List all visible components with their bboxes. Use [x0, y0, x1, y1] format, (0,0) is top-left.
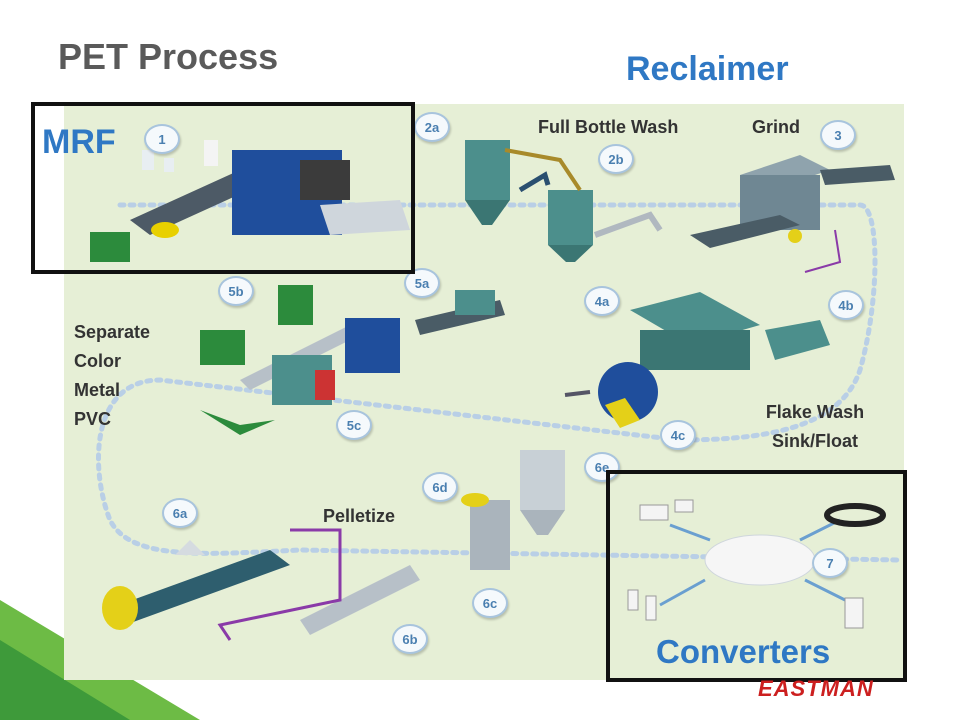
label-flake-wash-line: Sink/Float	[771, 431, 858, 451]
label-flake-wash-line: Flake Wash	[765, 402, 865, 422]
step-bubble-2b: 2b	[598, 144, 634, 174]
pelletize-equipment	[102, 450, 565, 641]
step-bubble-6a: 6a	[162, 498, 198, 528]
step-bubble-6c: 6c	[472, 588, 508, 618]
label-separate-line: Color	[74, 351, 121, 371]
grind-station	[690, 155, 895, 273]
step-bubble-3: 3	[820, 120, 856, 150]
wash-tanks	[465, 140, 663, 262]
step-bubble-6b: 6b	[392, 624, 428, 654]
converters-heading: Converters	[656, 633, 831, 670]
page-title: PET Process	[58, 36, 279, 77]
flow-path	[96, 202, 903, 563]
flake-wash-equipment	[564, 292, 830, 428]
label-full-bottle-wash: Full Bottle Wash	[538, 117, 679, 137]
label-separate-line: PVC	[74, 409, 112, 429]
label-flake-wash: Flake Wash Sink/Float	[745, 398, 885, 456]
label-grind: Grind	[752, 117, 800, 137]
step-bubble-7: 7	[812, 548, 848, 578]
label-separate-line: Metal	[74, 380, 121, 400]
mrf-heading: MRF	[42, 123, 116, 161]
step-bubble-2a: 2a	[414, 112, 450, 142]
label-separate-line: Separate	[74, 322, 151, 342]
step-bubble-6e: 6e	[584, 452, 620, 482]
separation-equipment	[200, 285, 505, 435]
step-bubble-5a: 5a	[404, 268, 440, 298]
converters-box	[606, 470, 907, 682]
step-bubble-5b: 5b	[218, 276, 254, 306]
step-bubble-1: 1	[144, 124, 180, 154]
label-separate: Separate Color Metal PVC	[74, 318, 150, 434]
label-pelletize: Pelletize	[323, 506, 396, 526]
step-bubble-5c: 5c	[336, 410, 372, 440]
mrf-equipment	[90, 140, 410, 262]
mrf-box	[31, 102, 415, 274]
step-bubble-4a: 4a	[584, 286, 620, 316]
step-bubble-4b: 4b	[828, 290, 864, 320]
step-bubble-6d: 6d	[422, 472, 458, 502]
step-bubble-4c: 4c	[660, 420, 696, 450]
reclaimer-heading: Reclaimer	[626, 50, 789, 88]
eastman-logo: EASTMAN	[758, 676, 874, 701]
